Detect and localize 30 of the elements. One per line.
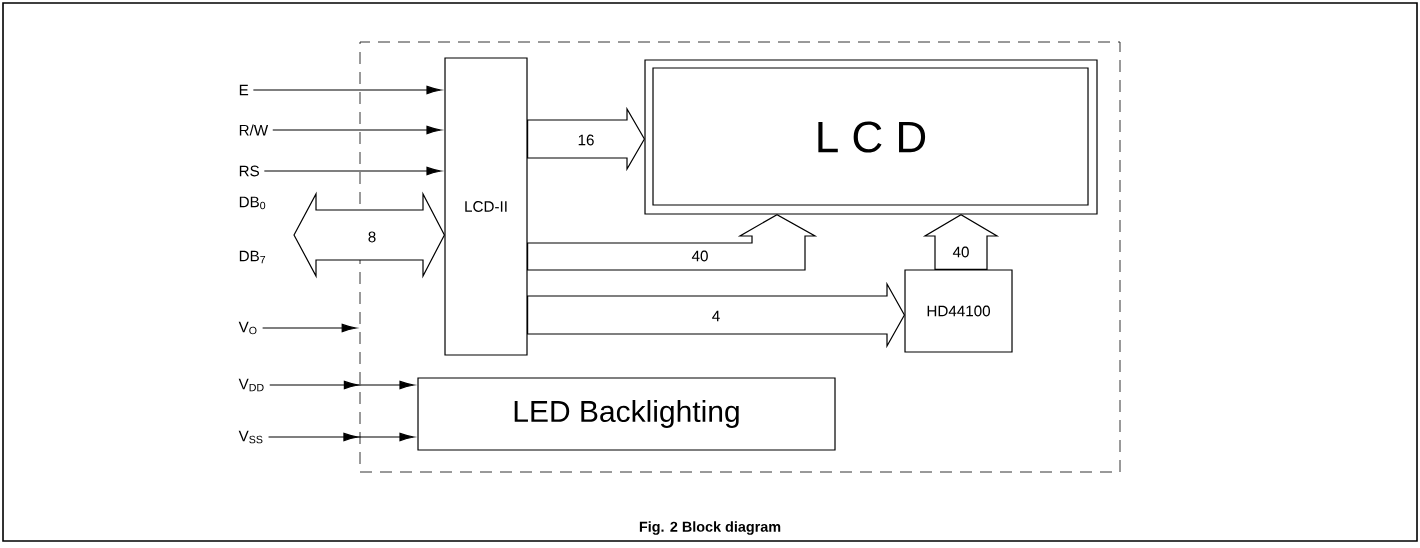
signal-name: V$_{DD}$ [238,378,264,392]
edge-label: 40 [691,250,708,262]
signal-name: V$_{O}$ [238,321,257,335]
edge-label: 40 [952,246,969,258]
bus-arrow [922,213,1000,270]
driver-box: HD44100 [904,269,1013,353]
module-outline [359,41,1121,473]
arrow [267,432,415,442]
edge-label: 4 [712,310,720,322]
signal-name: V$_{SS}$ [238,430,263,444]
edge-label: 16 [578,134,594,146]
signal-name: DB$_{7}$ [239,250,266,264]
arrow [269,380,415,390]
edge-label: 8 [368,231,376,243]
arrow [272,125,442,135]
caption: Fig. 2 Block diagram [639,521,781,535]
bus-arrow [527,106,646,172]
bus-arrow [293,191,446,279]
backlight-box: LED Backlighting [417,377,836,451]
bus-arrow [527,281,906,349]
arrow [252,85,442,95]
arrow [263,166,442,176]
bus-arrow [527,213,818,271]
display-box: L C D [644,59,1098,215]
controller-box: LCD-II [444,57,528,356]
signal-name: DB$_{0}$ [239,196,266,210]
signal-name: RS [239,165,259,177]
arrow [262,323,357,333]
signal-name: R/W [239,124,269,136]
signal-name: E [239,84,249,96]
